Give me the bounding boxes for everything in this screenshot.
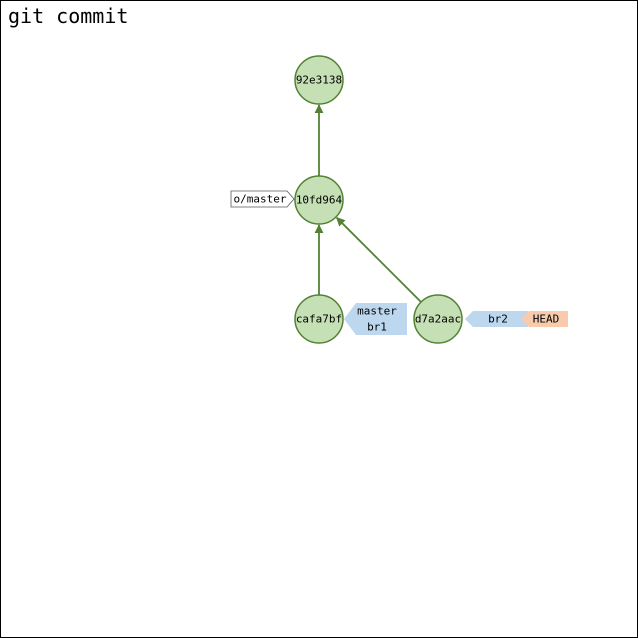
- branch-label-br2: br2: [488, 313, 508, 326]
- commit-hash: 10fd964: [296, 194, 343, 207]
- commit-circle: [294, 294, 344, 344]
- commit-edge: [336, 217, 422, 303]
- branch-tag-br2[interactable]: br2: [465, 311, 528, 327]
- branch-label-master: master: [357, 305, 397, 318]
- head-tag-shape: [521, 311, 568, 327]
- commit-node[interactable]: 92e3138: [294, 55, 344, 105]
- commit-node[interactable]: 10fd964: [294, 175, 344, 225]
- commit-circle: [413, 294, 463, 344]
- remote-branch-label: o/master: [234, 193, 287, 206]
- head-label: HEAD: [533, 313, 560, 326]
- commit-circle: [294, 55, 344, 105]
- page-title: git commit: [8, 4, 129, 28]
- commit-hash: cafa7bf: [296, 313, 342, 326]
- branch-tag-group[interactable]: master br1: [344, 303, 407, 335]
- branch-tag-shape: [344, 303, 407, 335]
- commit-hash: 92e3138: [296, 74, 342, 87]
- remote-branch-tag[interactable]: o/master: [230, 190, 295, 208]
- head-tag[interactable]: HEAD: [521, 311, 568, 327]
- commit-node[interactable]: cafa7bf: [294, 294, 344, 344]
- commit-node[interactable]: d7a2aac: [413, 294, 463, 344]
- branch-tag-shape: [465, 311, 528, 327]
- remote-tag-shape: [230, 190, 295, 208]
- commit-circle: [294, 175, 344, 225]
- branch-label-br1: br1: [367, 321, 387, 334]
- commit-hash: d7a2aac: [415, 313, 461, 326]
